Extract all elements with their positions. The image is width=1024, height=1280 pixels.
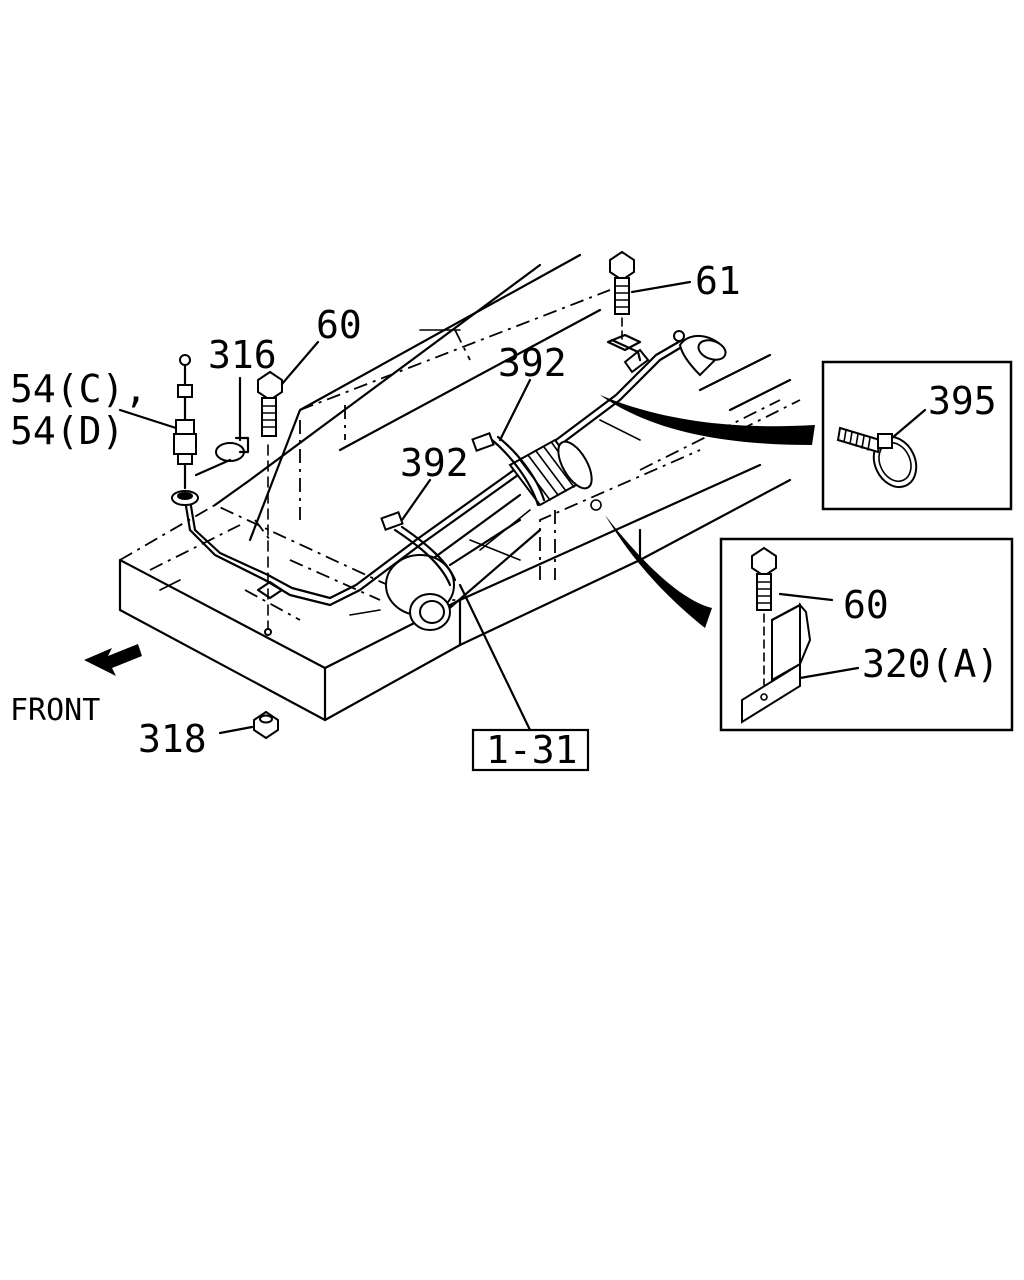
part-54-sensor <box>171 354 199 506</box>
label-316: 316 <box>208 333 277 377</box>
detail-box-395 <box>821 360 1013 511</box>
part-318-nut <box>218 710 279 740</box>
callout-pointer-320a <box>605 515 712 628</box>
label-front: FRONT <box>10 693 100 728</box>
detail-box-320a <box>719 537 1014 732</box>
label-60-top: 60 <box>316 303 362 347</box>
label-ref-1-31: 1-31 <box>486 728 578 772</box>
label-54d: 54(D) <box>10 409 124 453</box>
label-392-top: 392 <box>498 341 567 385</box>
leader-lines <box>118 280 692 732</box>
label-60-detail: 60 <box>843 583 889 627</box>
part-316-clip <box>194 436 250 477</box>
speedometer-cable <box>183 330 687 607</box>
callout-pointer-395 <box>600 395 815 445</box>
chassis-frame <box>118 253 801 722</box>
part-61-bolt <box>606 250 642 352</box>
label-54c: 54(C), <box>10 367 147 411</box>
arrow-left-down-icon <box>84 644 142 676</box>
label-61: 61 <box>695 259 741 303</box>
label-318: 318 <box>138 717 207 761</box>
propeller-shaft-assembly <box>380 335 727 631</box>
label-395: 395 <box>928 379 997 423</box>
reference-box <box>471 728 590 772</box>
label-320a: 320(A) <box>862 642 999 686</box>
part-60-bolt-top <box>256 370 284 636</box>
label-392-mid: 392 <box>400 441 469 485</box>
